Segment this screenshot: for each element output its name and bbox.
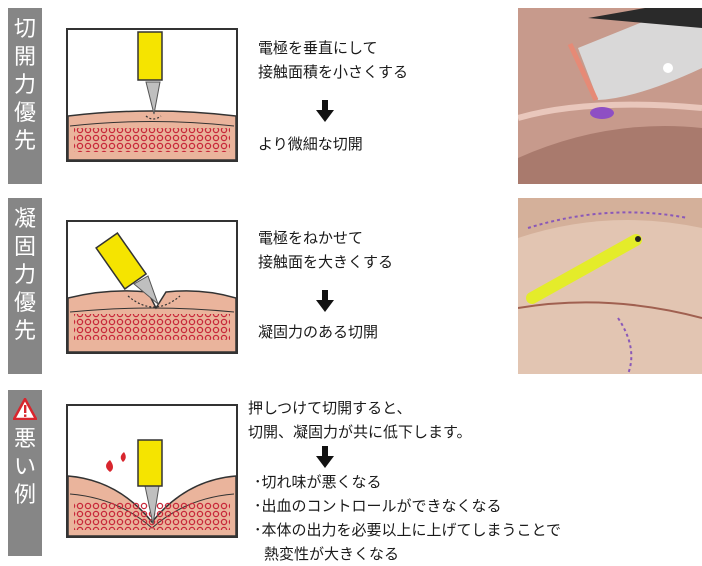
label-char: 開 [14,44,36,72]
electrode-icon [96,233,146,289]
down-arrow-icon [316,100,334,122]
incision-result: より微細な切開 [258,132,363,156]
label-char: 先 [14,318,36,346]
result-item: ･出血のコントロールができなくなる [254,494,561,518]
desc-line1: 押しつけて切開すると、 [248,396,472,420]
electrode-icon [138,440,162,486]
diagram-pressed-electrode [66,404,238,538]
electrode-icon [138,32,162,80]
label-incision-priority: 切 開 力 優 先 [8,8,42,184]
result-item: ･本体の出力を必要以上に上げてしまうことで [254,518,561,542]
label-char: 固 [14,234,36,262]
desc-line1: 電極をねかせて [258,226,393,250]
label-char: い [14,454,36,482]
photo-incision [518,8,702,184]
result-item: 熱変性が大きくなる [254,542,561,566]
desc-line1: 電極を垂直にして [258,36,408,60]
label-char: 切 [14,16,36,44]
coagulation-description: 電極をねかせて 接触面を大きくする [258,226,393,274]
bad-example-results: ･切れ味が悪くなる ･出血のコントロールができなくなる ･本体の出力を必要以上に… [254,470,561,566]
desc-line2: 接触面を大きくする [258,250,393,274]
warning-triangle-icon [13,398,37,420]
label-char: 優 [14,100,36,128]
label-coagulation-priority: 凝 固 力 優 先 [8,198,42,374]
down-arrow-icon [316,446,334,468]
label-char: 例 [14,482,36,510]
desc-line2: 切開、凝固力が共に低下します。 [248,420,472,444]
result-item: ･切れ味が悪くなる [254,470,561,494]
down-arrow-icon [316,290,334,312]
label-char: 先 [14,128,36,156]
blood-drop-icon [106,460,113,472]
blood-drop-icon [121,452,126,462]
diagram-vertical-electrode [66,28,238,162]
diagram-tilted-electrode [66,220,238,354]
label-char: 力 [14,72,36,100]
incision-description: 電極を垂直にして 接触面積を小さくする [258,36,408,84]
desc-line2: 接触面積を小さくする [258,60,408,84]
label-char: 悪 [14,426,36,454]
label-char: 優 [14,290,36,318]
label-char: 凝 [14,206,36,234]
label-bad-example: 悪 い 例 [8,390,42,556]
photo-coagulation [518,198,702,374]
bad-example-description: 押しつけて切開すると、 切開、凝固力が共に低下します。 [248,396,472,444]
coagulation-result: 凝固力のある切開 [258,320,378,344]
label-char: 力 [14,262,36,290]
